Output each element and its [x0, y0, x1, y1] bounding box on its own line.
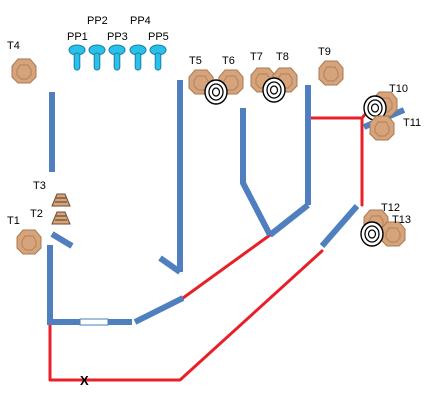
label-t1: T1: [7, 215, 20, 227]
label-t11: T11: [403, 117, 421, 129]
pp5-pin-icon[interactable]: [149, 44, 167, 71]
label-pp3: PP3: [107, 31, 128, 43]
track-left-hook: [50, 231, 74, 249]
label-pp4: PP4: [130, 15, 151, 27]
blue-track-network: [47, 80, 406, 325]
track-bottom-diagonal: [133, 295, 185, 325]
t3-cone-icon[interactable]: [51, 193, 71, 207]
label-t8: T8: [276, 51, 289, 63]
t2-cone-icon[interactable]: [51, 211, 71, 225]
red-route-top-right: [308, 116, 364, 207]
t11-tile-icon[interactable]: [369, 115, 395, 141]
red-route-left-loop: [48, 249, 324, 382]
label-t13: T13: [392, 214, 411, 226]
label-t12: T12: [381, 202, 400, 214]
t5-t6-ring-icon[interactable]: [204, 79, 228, 105]
label-t10: T10: [389, 83, 408, 95]
label-pp5: PP5: [148, 31, 169, 43]
t9-tile-icon[interactable]: [318, 60, 344, 86]
label-t6: T6: [222, 55, 235, 67]
red-route-center-diagonal: [181, 233, 272, 300]
track-t6-branch: [240, 108, 273, 237]
pp1-pin-icon[interactable]: [68, 44, 86, 71]
track-gap: [79, 318, 109, 326]
label-t7: T7: [250, 51, 263, 63]
pin-row: [68, 44, 167, 71]
pp2-pin-icon[interactable]: [88, 44, 106, 71]
label-t5: T5: [189, 55, 202, 67]
track-t8-diagonal: [268, 202, 310, 238]
pp3-pin-icon[interactable]: [108, 44, 126, 71]
label-pp2: PP2: [87, 15, 108, 27]
label-t2: T2: [30, 208, 43, 220]
cross-marker: X: [80, 373, 89, 388]
t1-tile-icon[interactable]: [16, 229, 42, 255]
label-t3: T3: [33, 180, 46, 192]
t4-tile-icon[interactable]: [11, 58, 37, 84]
track-left-lower: [47, 245, 80, 325]
t12-t13-ring-icon[interactable]: [360, 221, 384, 247]
label-pp1: PP1: [67, 31, 88, 43]
red-route-network: [48, 109, 370, 382]
track-center-arrow-hook: [158, 255, 182, 275]
pp4-pin-icon[interactable]: [129, 44, 147, 71]
label-t4: T4: [7, 40, 20, 52]
label-t9: T9: [318, 46, 331, 58]
t7-t8-ring-icon[interactable]: [262, 77, 286, 103]
track-right-diagonal: [319, 204, 360, 248]
